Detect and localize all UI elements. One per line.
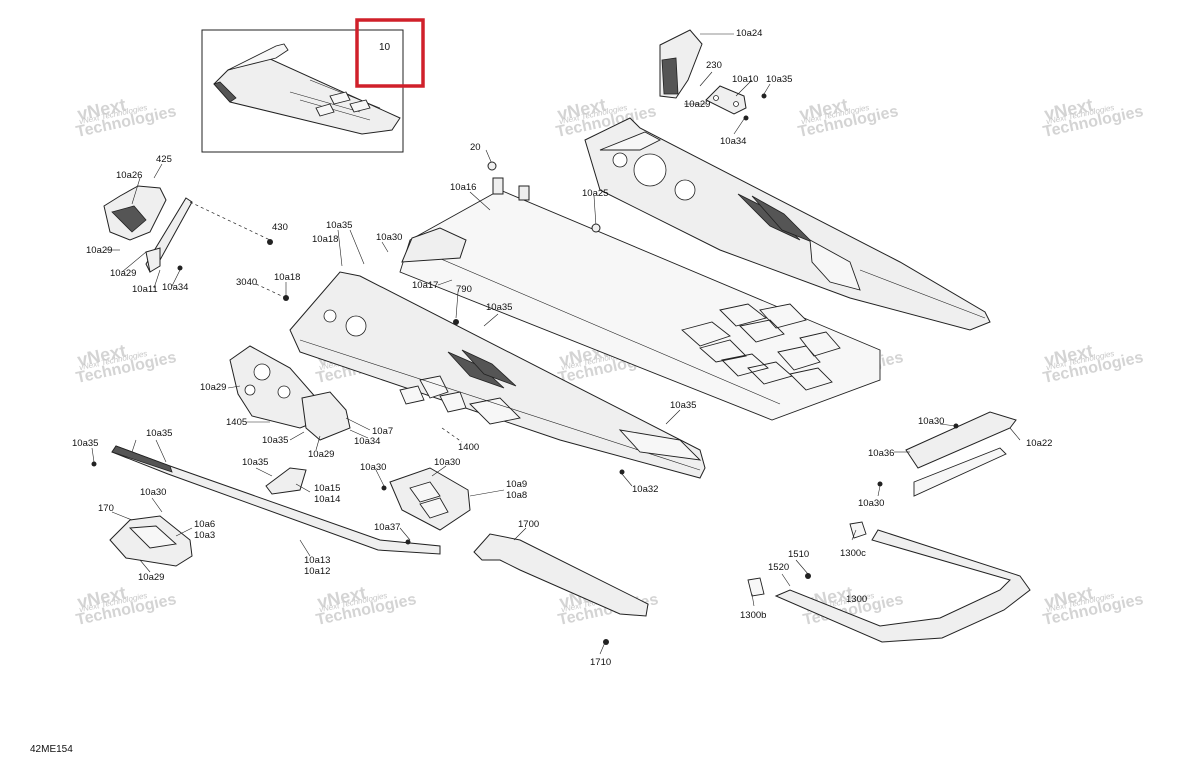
- bracket-10a10[interactable]: [705, 85, 747, 115]
- callout: 1520: [768, 562, 789, 573]
- rear-bumper-1300[interactable]: [747, 521, 1031, 643]
- inset-tunnel-thumbnail: [213, 43, 401, 135]
- callout: 10a30: [376, 232, 402, 243]
- callout: 430: [272, 222, 288, 233]
- callout: 790: [456, 284, 472, 295]
- bumper-bracket-10a22[interactable]: [905, 411, 1017, 497]
- inset-overview[interactable]: [201, 29, 404, 153]
- watermark: vNext Technologies vNext Technologies: [75, 340, 178, 386]
- callout: 10a35: [146, 428, 172, 439]
- callout: 10a32: [632, 484, 658, 495]
- callout: 10a9: [506, 479, 527, 490]
- callout: 10a35: [486, 302, 512, 313]
- callout: 10a35: [262, 435, 288, 446]
- callout: 10a24: [736, 28, 762, 39]
- tunnel-left-side-panel[interactable]: [289, 271, 706, 479]
- callout: 10a30: [360, 462, 386, 473]
- watermark: vNext Technologies vNext Technologies: [1042, 340, 1145, 386]
- strut-10a11[interactable]: [145, 197, 193, 273]
- callout: 10a29: [86, 245, 112, 256]
- callout: 170: [98, 503, 114, 514]
- callout: 1300c: [840, 548, 866, 559]
- callout: 3040: [236, 277, 257, 288]
- callout: 10a25: [582, 188, 608, 199]
- highlight-label: 10: [379, 42, 391, 53]
- callout: 10a26: [116, 170, 142, 181]
- callout: 10a18: [312, 234, 338, 245]
- callout: 10a35: [326, 220, 352, 231]
- bracket-10a6[interactable]: [109, 515, 193, 567]
- callout: 425: [156, 154, 172, 165]
- callout: 1510: [788, 549, 809, 560]
- callout: 10a8: [506, 490, 527, 501]
- fitting: [518, 185, 530, 201]
- callout: 10a35: [242, 457, 268, 468]
- watermark: vNext Technologies vNext Technologies: [1042, 582, 1145, 628]
- callout: 1405: [226, 417, 247, 428]
- callout: 10a36: [868, 448, 894, 459]
- tunnel-right-side-panel[interactable]: [584, 117, 991, 331]
- fasteners: [91, 93, 959, 645]
- callout: 10a34: [720, 136, 746, 147]
- watermark: vNext Technologies vNext Technologies: [315, 582, 418, 628]
- callout: 10a29: [308, 449, 334, 460]
- inset-frame: [201, 29, 404, 153]
- callout: 10a30: [140, 487, 166, 498]
- callout: 10a18: [274, 272, 300, 283]
- callout: 1300: [846, 594, 867, 605]
- callout: 1700: [518, 519, 539, 530]
- callout: 10a11: [132, 284, 158, 295]
- callout: 10a30: [434, 457, 460, 468]
- callout: 10a17: [412, 280, 438, 291]
- rear-bracket-10a26[interactable]: [103, 185, 167, 241]
- callout: 10a30: [858, 498, 884, 509]
- callout: 1400: [458, 442, 479, 453]
- callout: 10a7: [372, 426, 393, 437]
- callout: 10a34: [162, 282, 188, 293]
- reinforcement-plate-10a29[interactable]: [229, 345, 321, 429]
- watermark: vNext Technologies vNext Technologies: [797, 94, 900, 140]
- callout: 10a3: [194, 530, 215, 541]
- callout: 10a16: [450, 182, 476, 193]
- tunnel-top-plate-10a16[interactable]: [399, 177, 881, 421]
- callout: 10a15: [314, 483, 340, 494]
- callout: 10a12: [304, 566, 330, 577]
- callout: 10a14: [314, 494, 340, 505]
- callout: 10a35: [72, 438, 98, 449]
- callout: 230: [706, 60, 722, 71]
- callout: 10a29: [138, 572, 164, 583]
- watermark: vNext Technologies vNext Technologies: [1042, 94, 1145, 140]
- bracket-10a15[interactable]: [265, 467, 307, 495]
- callout: 10a30: [918, 416, 944, 427]
- callout: 10a35: [670, 400, 696, 411]
- callout: 10a29: [110, 268, 136, 279]
- callout: 10a6: [194, 519, 215, 530]
- callout: 10a35: [766, 74, 792, 85]
- highlight-box[interactable]: [355, 18, 425, 88]
- diagram-code: 42ME154: [30, 744, 73, 755]
- slide-rail-1700[interactable]: [473, 533, 649, 617]
- watermark: vNext Technologies vNext Technologies: [75, 94, 178, 140]
- fitting-20: [492, 177, 504, 195]
- bracket-10a9[interactable]: [389, 467, 471, 531]
- callout: 10a34: [354, 436, 380, 447]
- bracket-10a34[interactable]: [301, 391, 351, 441]
- callout: 10a37: [374, 522, 400, 533]
- callout: 10a29: [200, 382, 226, 393]
- callout: 1300b: [740, 610, 766, 621]
- rear-bracket-10a24[interactable]: [659, 29, 703, 99]
- callout: 10a29: [684, 99, 710, 110]
- callout: 10a22: [1026, 438, 1052, 449]
- callout: 20: [470, 142, 481, 153]
- callout-labels: 10a24 230 10a10 10a35 10a29 10a34 20 10a…: [72, 28, 1052, 668]
- callout: 1710: [590, 657, 611, 668]
- callout: 10a13: [304, 555, 330, 566]
- callout: 10a10: [732, 74, 758, 85]
- heat-exchanger-10a30: [401, 227, 467, 263]
